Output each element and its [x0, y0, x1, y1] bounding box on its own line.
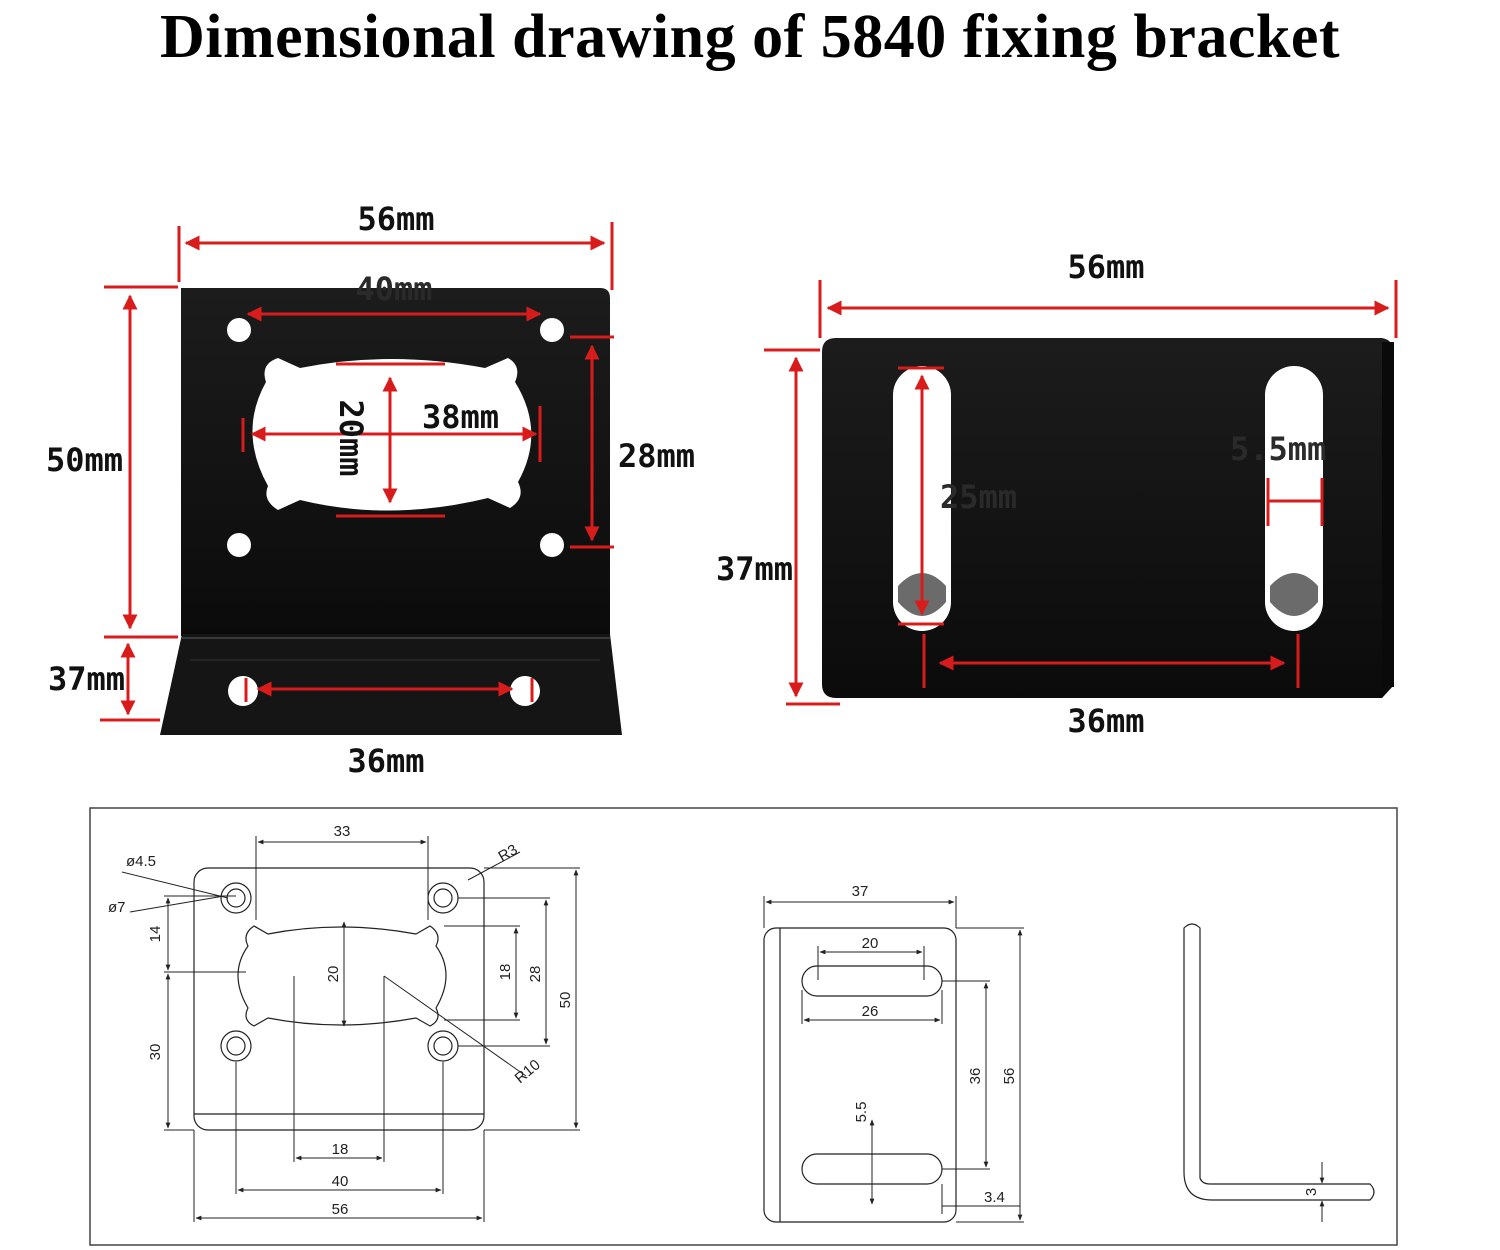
cad-label-bottom-mid: 40 — [332, 1173, 349, 1190]
cad-label-thickness: 3 — [1303, 1188, 1320, 1196]
mount-hole-tl — [227, 318, 251, 342]
label-plate-height: 37mm — [716, 550, 793, 588]
cad-front-view: 33 ø4.5 ø7 R3 14 30 20 18 28 50 R10 18 4… — [108, 823, 580, 1222]
page-title: Dimensional drawing of 5840 fixing brack… — [159, 3, 1341, 71]
label-slot-width: 5.5mm — [1230, 430, 1326, 468]
cad-label-base-top: 37 — [852, 883, 869, 900]
cad-side-view: 3 — [1183, 923, 1375, 1222]
cad-label-offset: 3.4 — [984, 1189, 1005, 1206]
label-center-height: 20mm — [332, 399, 370, 476]
cad-label-counterbore: ø7 — [108, 899, 126, 916]
cad-label-left-upper: 14 — [147, 926, 164, 943]
cad-label-slot-spacing: 36 — [967, 1068, 984, 1085]
slot-right — [1265, 366, 1323, 631]
label-plate-width: 56mm — [1067, 248, 1144, 286]
mount-hole-br — [540, 533, 564, 557]
mount-hole-tr — [540, 318, 564, 342]
label-slot-length: 25mm — [940, 478, 1017, 516]
cad-label-center: 20 — [325, 966, 342, 983]
right-bracket-photo: 56mm 37mm 25mm 5.5mm 36mm — [716, 248, 1398, 740]
base-flange — [160, 634, 622, 735]
cad-base-view: 37 20 26 5.5 36 56 3.4 — [763, 883, 1024, 1223]
label-base-depth: 37mm — [48, 660, 125, 698]
label-vertical-hole-spacing: 28mm — [618, 437, 695, 475]
cad-label-bottom-outer: 56 — [332, 1201, 349, 1218]
cad-label-slot-inner: 20 — [862, 935, 879, 952]
cad-label-slot-outer: 26 — [862, 1003, 879, 1020]
base-slot-left — [228, 676, 258, 706]
label-slot-spacing: 36mm — [1067, 702, 1144, 740]
label-width: 56mm — [357, 200, 434, 238]
cad-label-base-depth: 56 — [1001, 1068, 1018, 1085]
base-plate — [822, 338, 1394, 698]
cad-label-arc-radius: R10 — [512, 1056, 544, 1087]
cad-label-corner-radius: R3 — [496, 841, 521, 865]
left-bracket-photo: 56mm 40mm 50mm 38mm 20mm 28mm 37mm 36mm — [46, 200, 695, 780]
label-hole-spacing: 40mm — [355, 270, 432, 308]
cad-label-height: 50 — [557, 992, 574, 1009]
cad-label-slot-width: 5.5 — [853, 1102, 870, 1123]
cad-label-hole-dia: ø4.5 — [126, 853, 156, 870]
label-base-slot-spacing: 36mm — [347, 742, 424, 780]
cad-label-top: 33 — [334, 823, 351, 840]
label-center-width: 38mm — [422, 398, 499, 436]
cad-label-bottom-inner: 18 — [332, 1141, 349, 1158]
mount-hole-bl — [227, 533, 251, 557]
base-slot-right — [510, 676, 540, 706]
cad-label-right-mid: 28 — [527, 966, 544, 983]
cad-label-inner-right: 18 — [497, 964, 514, 981]
cad-label-left-lower: 30 — [147, 1044, 164, 1061]
cad-frame — [89, 807, 1398, 1246]
label-height: 50mm — [46, 441, 123, 479]
